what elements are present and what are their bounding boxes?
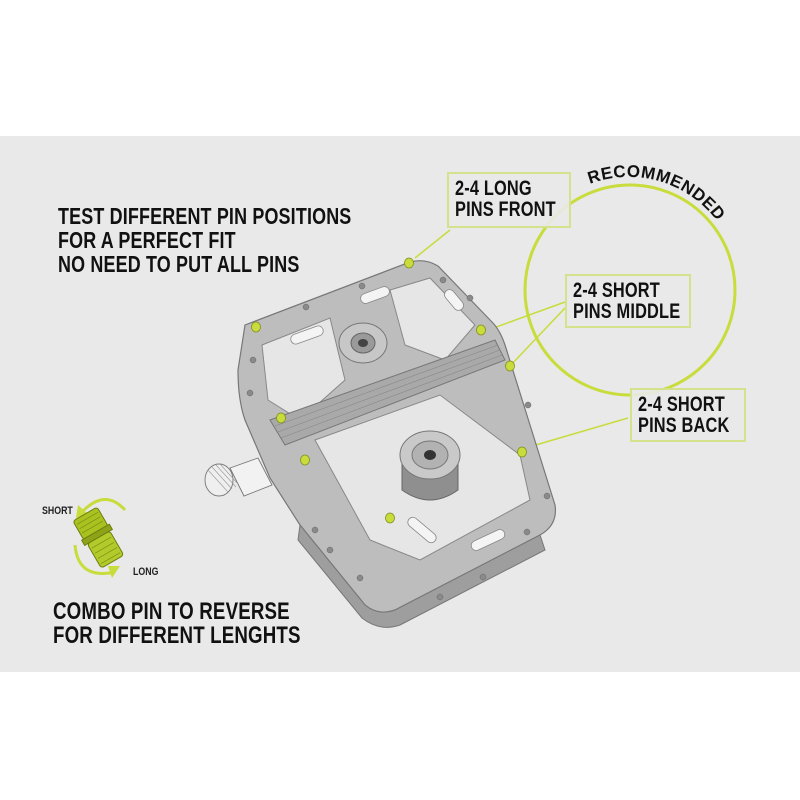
intro-line-1: TEST DIFFERENT PIN POSITIONS — [58, 203, 352, 229]
combo-pin-caption: COMBO PIN TO REVERSE FOR DIFFERENT LENGH… — [53, 600, 301, 648]
intro-headline: TEST DIFFERENT PIN POSITIONS FOR A PERFE… — [58, 205, 351, 277]
callout-line-2: PINS BACK — [638, 414, 730, 437]
callout-long-pins-front: 2-4 LONG PINS FRONT — [447, 172, 571, 228]
combo-line-1: COMBO PIN TO REVERSE — [53, 598, 290, 625]
callout-text: 2-4 SHORT PINS MIDDLE — [573, 280, 680, 322]
callout-line-1: 2-4 SHORT — [573, 279, 660, 302]
recommended-label: RECOMMENDED — [585, 162, 728, 224]
callout-text: 2-4 LONG PINS FRONT — [455, 178, 556, 220]
callout-line-1: 2-4 SHORT — [638, 393, 725, 416]
long-label: LONG — [133, 566, 159, 578]
callout-short-pins-middle: 2-4 SHORT PINS MIDDLE — [565, 274, 691, 328]
combo-pin-graphic — [73, 498, 127, 578]
intro-line-2: FOR A PERFECT FIT — [58, 229, 351, 252]
callout-line-2: PINS MIDDLE — [573, 300, 681, 323]
intro-line-3: NO NEED TO PUT ALL PINS — [58, 251, 300, 277]
pins — [251, 257, 527, 524]
intro-line-2-suffix: FIT — [203, 227, 236, 253]
callout-line-1: 2-4 LONG — [455, 177, 532, 200]
axle-thread — [204, 457, 273, 497]
pedal-body — [204, 257, 557, 628]
intro-line-2-prefix: FOR A — [58, 227, 119, 253]
callout-text: 2-4 SHORT PINS BACK — [638, 394, 730, 436]
combo-line-2: FOR DIFFERENT LENGHTS — [53, 622, 301, 649]
callout-line-2: PINS FRONT — [455, 198, 556, 221]
callout-short-pins-back: 2-4 SHORT PINS BACK — [630, 388, 746, 442]
intro-emphasis: PERFECT — [118, 227, 204, 253]
svg-text:RECOMMENDED: RECOMMENDED — [585, 162, 729, 224]
leader-lines — [414, 229, 629, 450]
short-label: SHORT — [42, 505, 73, 517]
